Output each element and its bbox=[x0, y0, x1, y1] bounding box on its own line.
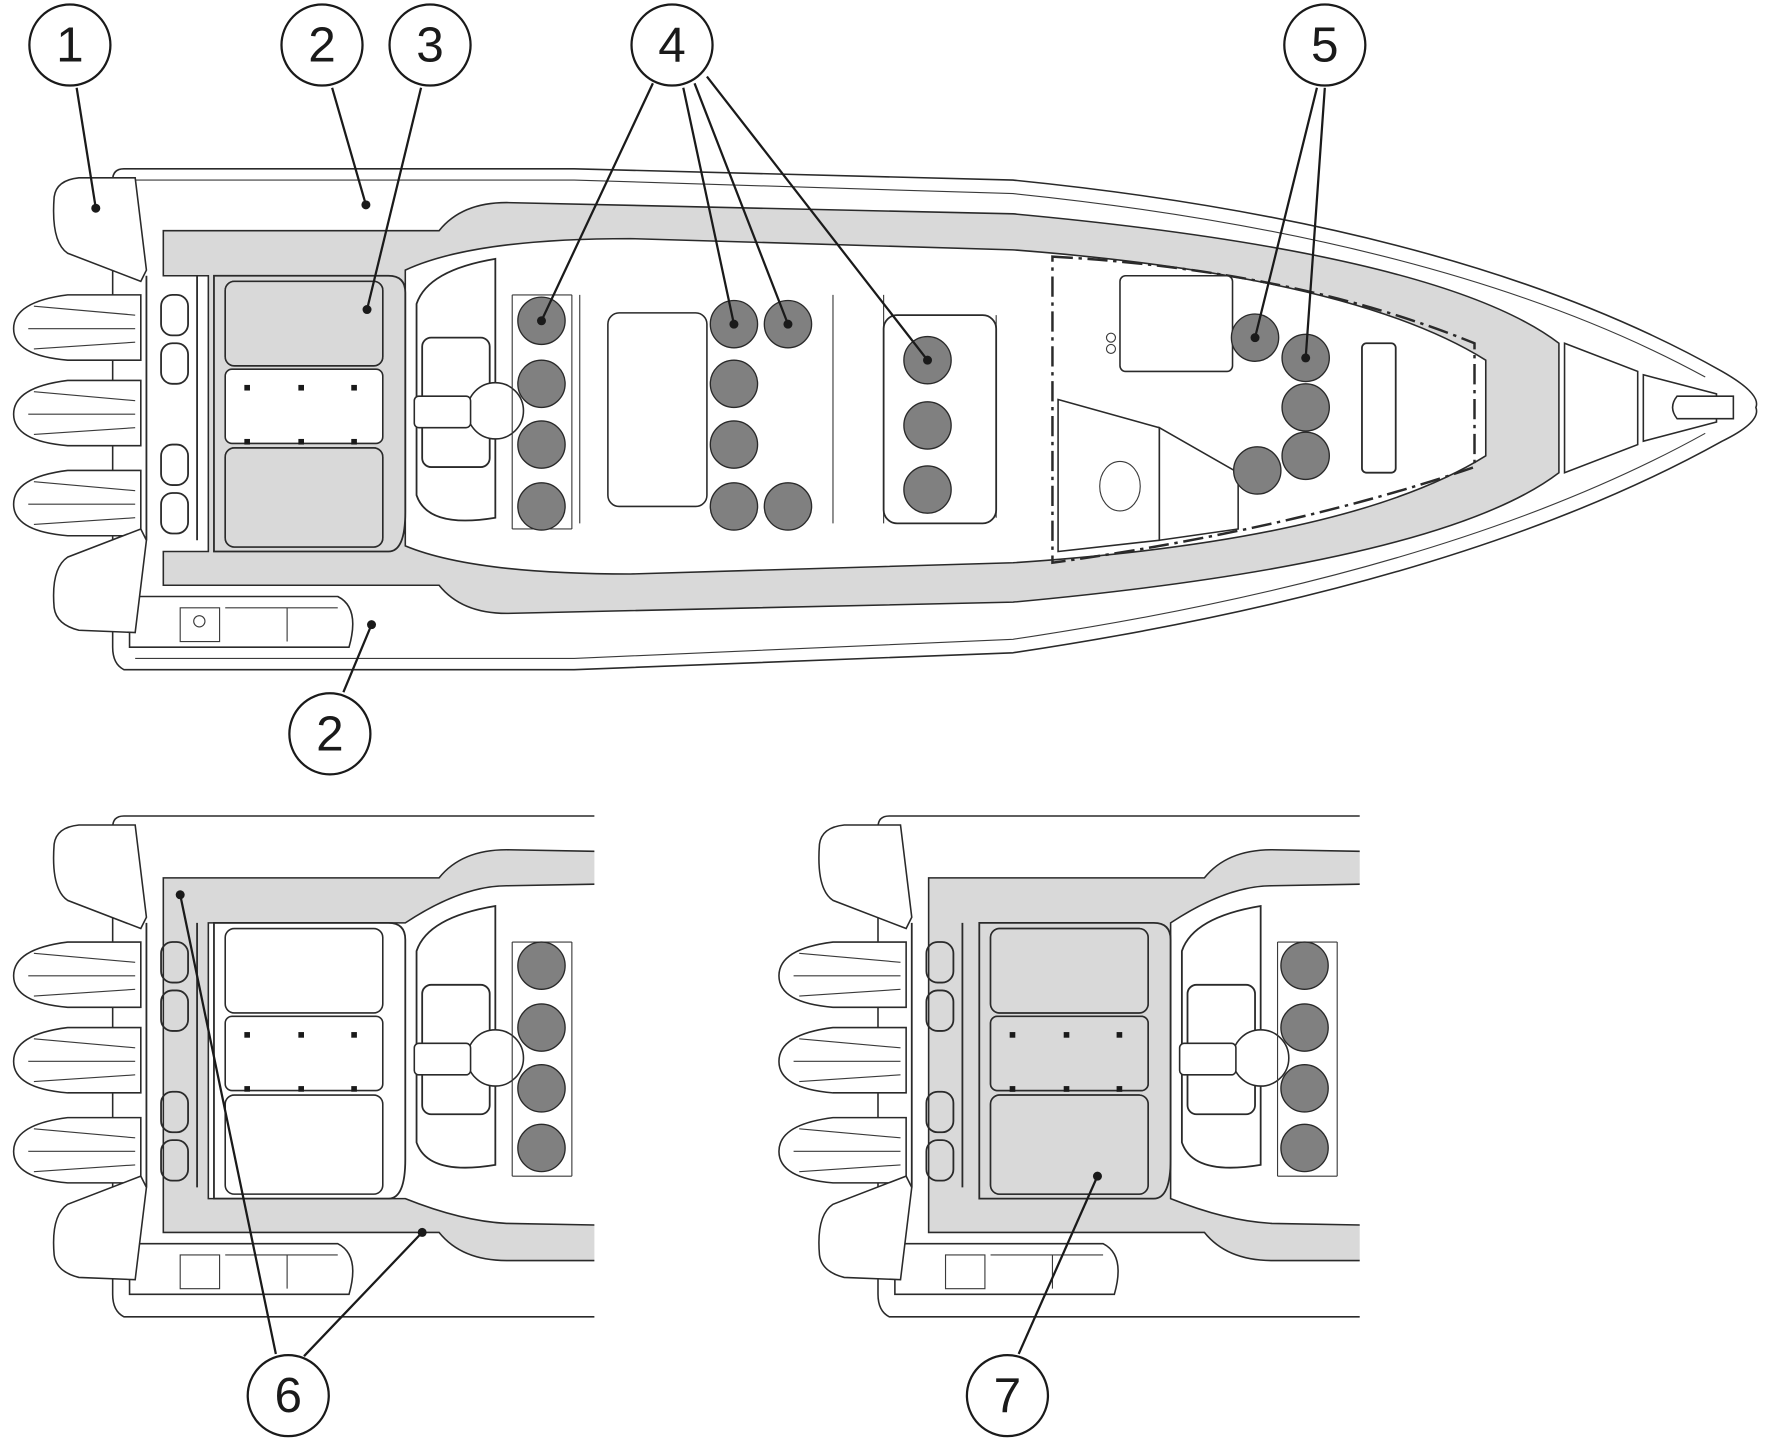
seat-marker bbox=[1280, 941, 1329, 990]
boat-stern-view-7 bbox=[778, 815, 1360, 1318]
seat-marker bbox=[517, 1123, 566, 1173]
boat-stern-view-6 bbox=[12, 815, 595, 1318]
callout-label: 3 bbox=[416, 18, 444, 73]
seat-marker bbox=[763, 482, 813, 531]
seat-marker bbox=[517, 482, 566, 531]
seat-marker bbox=[1280, 1123, 1329, 1173]
seat-marker bbox=[517, 941, 566, 990]
sunpad-area bbox=[224, 280, 384, 367]
callout-label: 6 bbox=[274, 1368, 302, 1423]
callout-7: 7 bbox=[965, 1353, 1050, 1438]
callout-label: 2 bbox=[316, 706, 344, 761]
callout-4: 4 bbox=[630, 3, 714, 87]
seat-marker bbox=[1281, 431, 1330, 481]
callout-6: 6 bbox=[246, 1353, 330, 1438]
callout-label: 2 bbox=[308, 18, 336, 73]
seat-marker bbox=[1281, 383, 1330, 432]
seat-marker bbox=[517, 359, 566, 409]
callout-label: 4 bbox=[658, 18, 686, 73]
leader-lines bbox=[75, 75, 1326, 1357]
seat-marker bbox=[903, 401, 952, 450]
seat-marker bbox=[517, 1003, 566, 1052]
seat-marker bbox=[1280, 1064, 1329, 1113]
seat-marker bbox=[1280, 1003, 1329, 1052]
callout-3: 3 bbox=[388, 3, 472, 87]
callout-2-top: 2 bbox=[280, 3, 364, 87]
boat-top-view bbox=[12, 168, 1758, 671]
seat-marker bbox=[517, 420, 566, 469]
callout-1: 1 bbox=[28, 3, 112, 87]
callout-2-bottom: 2 bbox=[288, 692, 372, 776]
seat-marker bbox=[709, 420, 759, 469]
seat-marker bbox=[903, 465, 952, 514]
callout-label: 1 bbox=[56, 18, 84, 73]
callout-5: 5 bbox=[1283, 3, 1367, 87]
callout-label: 5 bbox=[1311, 18, 1339, 73]
seat-positions bbox=[517, 296, 1330, 1173]
callout-label: 7 bbox=[994, 1368, 1022, 1423]
sunpad-area bbox=[224, 447, 384, 548]
seat-marker bbox=[517, 1064, 566, 1113]
seat-marker bbox=[1232, 446, 1282, 495]
seat-marker bbox=[709, 359, 759, 409]
seat-marker bbox=[709, 482, 759, 531]
